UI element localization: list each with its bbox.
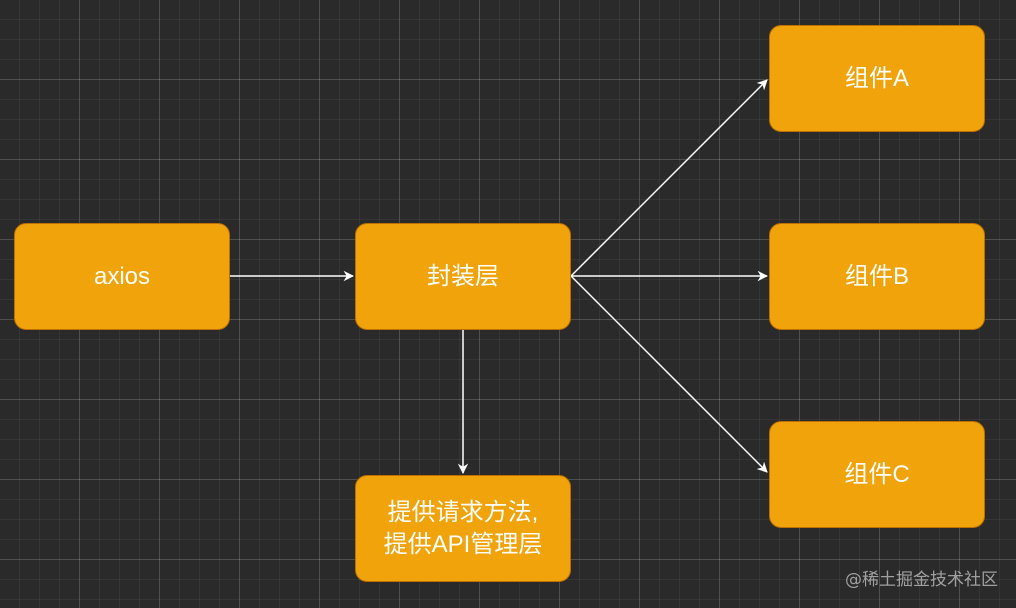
node-axios[interactable]: axios — [14, 223, 230, 330]
node-api-label-line1: 提供请求方法, — [387, 499, 539, 527]
node-wrapper-layer[interactable]: 封装层 — [355, 223, 571, 330]
edge-wrapper-to-component-c — [570, 275, 768, 473]
node-component-c-label: 组件C — [844, 460, 910, 488]
node-component-a[interactable]: 组件A — [769, 25, 985, 132]
node-component-a-label: 组件A — [844, 64, 909, 92]
node-component-b[interactable]: 组件B — [769, 223, 985, 330]
node-component-c[interactable]: 组件C — [769, 421, 985, 528]
node-component-b-label: 组件B — [844, 262, 909, 290]
watermark: @稀土掘金技术社区 — [845, 570, 998, 590]
edge-wrapper-to-component-a — [570, 79, 768, 277]
node-wrapper-label: 封装层 — [427, 262, 499, 290]
node-api-layer[interactable]: 提供请求方法, 提供API管理层 — [355, 475, 571, 582]
node-api-label-line2: 提供API管理层 — [383, 530, 543, 558]
node-axios-label: axios — [93, 262, 151, 290]
